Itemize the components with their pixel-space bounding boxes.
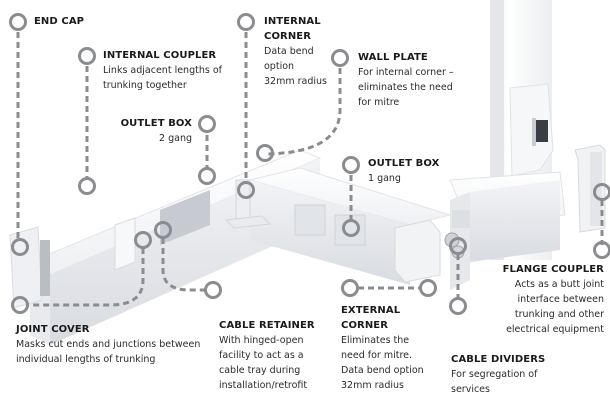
internal-coupler-desc-1: Links adjacent lengths of (103, 65, 222, 76)
cable-retainer-desc-3: cable tray during (219, 365, 301, 376)
outlet-box-2-title: OUTLET BOX (120, 118, 192, 129)
wall-plate-desc-1: For internal corner – (358, 67, 454, 78)
cable-dividers-ring-icon (449, 297, 467, 315)
end-cap-anchor-icon (11, 238, 29, 256)
cable-retainer-desc-4: installation/retrofit (219, 380, 308, 391)
right-trunking (449, 171, 566, 290)
end-cap-ring-icon (9, 13, 27, 31)
joint-cover-desc-1: Masks cut ends and junctions between (16, 339, 201, 350)
cable-retainer-line (161, 238, 205, 292)
callout-outlet-box-1: OUTLET BOX 1 gang (368, 156, 439, 186)
outlet-box-2-desc: 2 gang (159, 133, 192, 144)
flange-coupler-desc-2: interface between (517, 294, 604, 305)
external-corner-desc-2: need for mitre. (341, 350, 413, 361)
internal-coupler-ring-icon (78, 47, 96, 65)
callout-joint-cover: JOINT COVER Masks cut ends and junctions… (16, 322, 200, 367)
internal-corner-anchor-icon (237, 181, 255, 199)
wall-plate-title: WALL PLATE (358, 52, 428, 63)
internal-coupler-title: INTERNAL COUPLER (103, 50, 217, 61)
callout-rings (9, 13, 610, 315)
external-corner-desc-4: 32mm radius (341, 380, 404, 391)
flange-coupler-desc-4: electrical equipment (506, 324, 604, 335)
joint-cover-anchor-icon (134, 231, 152, 249)
joint-cover-title: JOINT COVER (16, 324, 90, 335)
callout-outlet-box-2: OUTLET BOX 2 gang (110, 116, 192, 146)
cable-dividers-desc-2: services (451, 384, 490, 395)
wall-plate-desc-2: eliminates the need (358, 82, 453, 93)
outlet-box-1-title: OUTLET BOX (368, 158, 440, 169)
internal-corner-desc-3: 32mm radius (264, 76, 327, 87)
cable-retainer-ring-icon (204, 281, 222, 299)
joint-cover-ring-icon (11, 296, 29, 314)
callout-internal-corner: INTERNAL CORNER Data bend option 32mm ra… (264, 14, 327, 89)
cable-dividers-desc-1: For segregation of (451, 369, 538, 380)
callout-end-cap: END CAP (34, 14, 84, 29)
internal-corner-desc-2: option (264, 61, 295, 72)
external-corner-desc-1: Eliminates the (341, 335, 410, 346)
outlet-box-1-ring-icon (342, 156, 360, 174)
callout-internal-coupler: INTERNAL COUPLER Links adjacent lengths … (103, 48, 222, 93)
external-corner-title-2: CORNER (341, 320, 389, 331)
wall-plate-line (267, 68, 342, 156)
callout-external-corner: EXTERNAL CORNER Eliminates the need for … (341, 303, 424, 393)
external-corner-anchor-icon (419, 279, 437, 297)
outlet-box-2-anchor-icon (198, 167, 216, 185)
wall-plate-ring-icon (331, 49, 349, 67)
flange-coupler-desc-3: trunking and other (514, 309, 604, 320)
cable-dividers-anchor-icon (449, 237, 467, 255)
external-corner-ring-icon (341, 279, 359, 297)
cable-retainer-anchor-icon (154, 221, 172, 239)
cable-retainer-desc-1: With hinged-open (219, 335, 304, 346)
internal-coupler-desc-2: trunking together (103, 80, 187, 91)
outlet-box-1-anchor-icon (342, 219, 360, 237)
outlet-box-1-desc: 1 gang (368, 173, 401, 184)
cable-retainer-desc-2: facility to act as a (219, 350, 304, 361)
internal-coupler-anchor-icon (78, 177, 96, 195)
flange-coupler-title: FLANGE COUPLER (502, 264, 604, 275)
internal-corner-ring-icon (237, 13, 255, 31)
internal-corner-title: INTERNAL (264, 16, 321, 27)
joint-cover-line (28, 248, 145, 307)
callout-wall-plate: WALL PLATE For internal corner – elimina… (358, 50, 454, 110)
callout-lines (16, 32, 604, 307)
flange-coupler-part (574, 144, 606, 233)
cable-dividers-title: CABLE DIVIDERS (451, 354, 546, 365)
internal-corner-desc-1: Data bend (264, 46, 314, 57)
external-corner-desc-3: Data bend option (341, 365, 424, 376)
wall-plate-anchor-icon (256, 144, 274, 162)
outlet-box-2-ring-icon (198, 115, 216, 133)
callout-flange-coupler: FLANGE COUPLER Acts as a butt joint inte… (490, 262, 604, 337)
cable-retainer-title: CABLE RETAINER (219, 320, 315, 331)
wall-plate-desc-3: for mitre (358, 97, 400, 108)
external-corner-title: EXTERNAL (341, 305, 401, 316)
internal-corner-title-2: CORNER (264, 31, 312, 42)
callout-cable-dividers: CABLE DIVIDERS For segregation of servic… (451, 352, 545, 397)
end-cap-title: END CAP (34, 16, 85, 27)
joint-cover-desc-2: individual lengths of trunking (16, 354, 156, 365)
flange-coupler-desc-1: Acts as a butt joint (514, 279, 604, 290)
callout-cable-retainer: CABLE RETAINER With hinged-open facility… (219, 318, 315, 393)
